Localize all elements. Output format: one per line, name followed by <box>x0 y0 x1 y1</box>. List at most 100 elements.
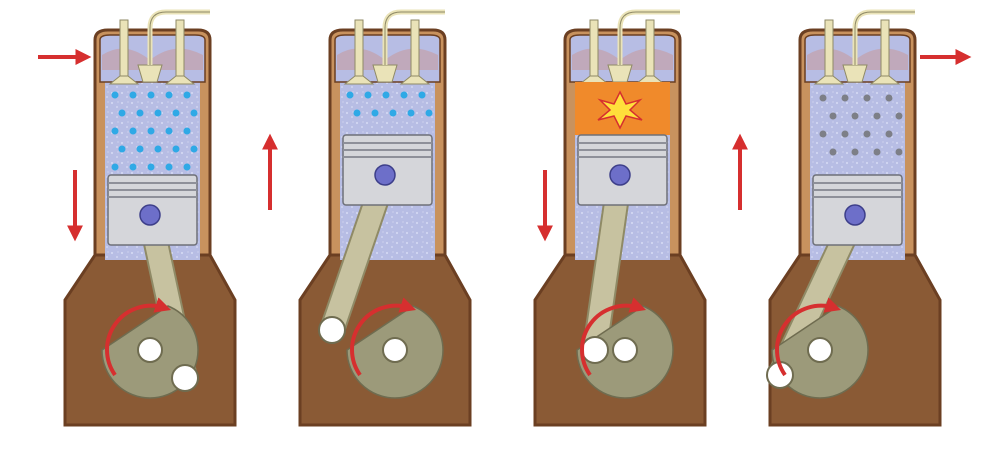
exhaust-valve-stem <box>410 19 420 83</box>
fuel-droplet <box>154 109 162 117</box>
intake-valve-stem <box>119 19 129 83</box>
exhaust-particle <box>829 148 837 156</box>
crankshaft-journal <box>137 337 163 363</box>
exhaust-particle <box>885 130 893 138</box>
fuel-droplet <box>172 109 180 117</box>
caption-intake <box>50 434 250 450</box>
fuel-droplet <box>129 163 137 171</box>
engine-power-panel <box>533 9 707 427</box>
exhaust-particle <box>863 130 871 138</box>
wrist-pin <box>374 164 396 186</box>
fuel-droplet <box>129 91 137 99</box>
fuel-droplet <box>400 91 408 99</box>
exhaust-particle <box>873 112 881 120</box>
wrist-pin <box>139 204 161 226</box>
exhaust-valve-stem <box>645 19 655 83</box>
spark-plug-wire-outline <box>619 11 680 65</box>
fuel-droplet <box>382 91 390 99</box>
fuel-droplet <box>147 163 155 171</box>
exhaust-valve-head <box>164 75 196 85</box>
caption-exhaust <box>755 434 955 450</box>
exhaust-particle <box>851 112 859 120</box>
intake-valve-head <box>108 75 140 85</box>
crank-pin-journal <box>171 364 199 392</box>
fuel-droplet <box>353 109 361 117</box>
exhaust-particle <box>895 112 903 120</box>
crank-pin-journal <box>318 316 346 344</box>
wrist-pin <box>844 204 866 226</box>
intake-valve-head <box>343 75 375 85</box>
fuel-droplet <box>111 127 119 135</box>
fuel-droplet <box>118 109 126 117</box>
spark-plug-wire-outline <box>149 11 210 65</box>
fuel-droplet <box>183 163 191 171</box>
exhaust-particle <box>829 112 837 120</box>
fuel-droplet <box>190 109 198 117</box>
fuel-droplet <box>371 109 379 117</box>
engine-compression-panel <box>262 9 472 427</box>
fuel-droplet-cluster <box>111 91 198 171</box>
crank-pin-journal <box>581 336 609 364</box>
crank-rotation-arrow-icon <box>350 297 417 377</box>
crankshaft-journal <box>382 337 408 363</box>
fuel-droplet <box>190 145 198 153</box>
exhaust-valve-stem <box>880 19 890 83</box>
spark-plug <box>372 64 398 83</box>
intake-valve-stem <box>589 19 599 83</box>
fuel-droplet <box>389 109 397 117</box>
exhaust-particle <box>819 94 827 102</box>
exhaust-particle <box>841 130 849 138</box>
fuel-droplet <box>118 145 126 153</box>
fuel-droplet <box>111 91 119 99</box>
spark-plug-wire-outline <box>384 11 445 65</box>
spark-plug <box>137 64 163 83</box>
fuel-droplet <box>172 145 180 153</box>
exhaust-valve-head <box>869 75 901 85</box>
fuel-droplet <box>165 91 173 99</box>
exhaust-particle <box>873 148 881 156</box>
fuel-droplet <box>147 127 155 135</box>
exhaust-particle <box>885 94 893 102</box>
intake-valve-stem <box>824 19 834 83</box>
fuel-droplet <box>136 145 144 153</box>
exhaust-particle <box>841 94 849 102</box>
crankshaft-journal <box>612 337 638 363</box>
spark-plug-wire-outline <box>854 11 915 65</box>
engine-exhaust-panel <box>732 9 972 427</box>
crankshaft-journal <box>807 337 833 363</box>
caption-power <box>520 434 720 450</box>
fuel-droplet <box>183 127 191 135</box>
fuel-droplet <box>183 91 191 99</box>
fuel-droplet <box>346 91 354 99</box>
exhaust-particle <box>863 94 871 102</box>
exhaust-particle <box>895 148 903 156</box>
fuel-droplet <box>425 109 433 117</box>
fuel-droplet <box>147 91 155 99</box>
fuel-droplet <box>129 127 137 135</box>
fuel-droplet <box>418 91 426 99</box>
fuel-droplet <box>407 109 415 117</box>
fuel-droplet <box>165 127 173 135</box>
exhaust-particle <box>819 130 827 138</box>
fuel-droplet <box>154 145 162 153</box>
spark-plug <box>842 64 868 83</box>
caption-compression <box>285 434 485 450</box>
fuel-droplet <box>136 109 144 117</box>
fuel-droplet <box>111 163 119 171</box>
fuel-droplet <box>364 91 372 99</box>
crank-rotation-arrow-icon <box>775 297 842 377</box>
engine-intake-panel <box>38 9 237 427</box>
spark-icon <box>597 90 643 130</box>
crank-rotation-arrow-icon <box>580 297 647 377</box>
exhaust-valve-stem <box>175 19 185 83</box>
wrist-pin <box>609 164 631 186</box>
intake-valve-head <box>813 75 845 85</box>
crank-rotation-arrow-icon <box>105 297 172 377</box>
exhaust-particle-cluster <box>819 94 903 156</box>
exhaust-valve-head <box>399 75 431 85</box>
fuel-droplet-cluster <box>346 91 433 117</box>
intake-valve-stem <box>354 19 364 83</box>
fuel-droplet <box>165 163 173 171</box>
exhaust-particle <box>851 148 859 156</box>
